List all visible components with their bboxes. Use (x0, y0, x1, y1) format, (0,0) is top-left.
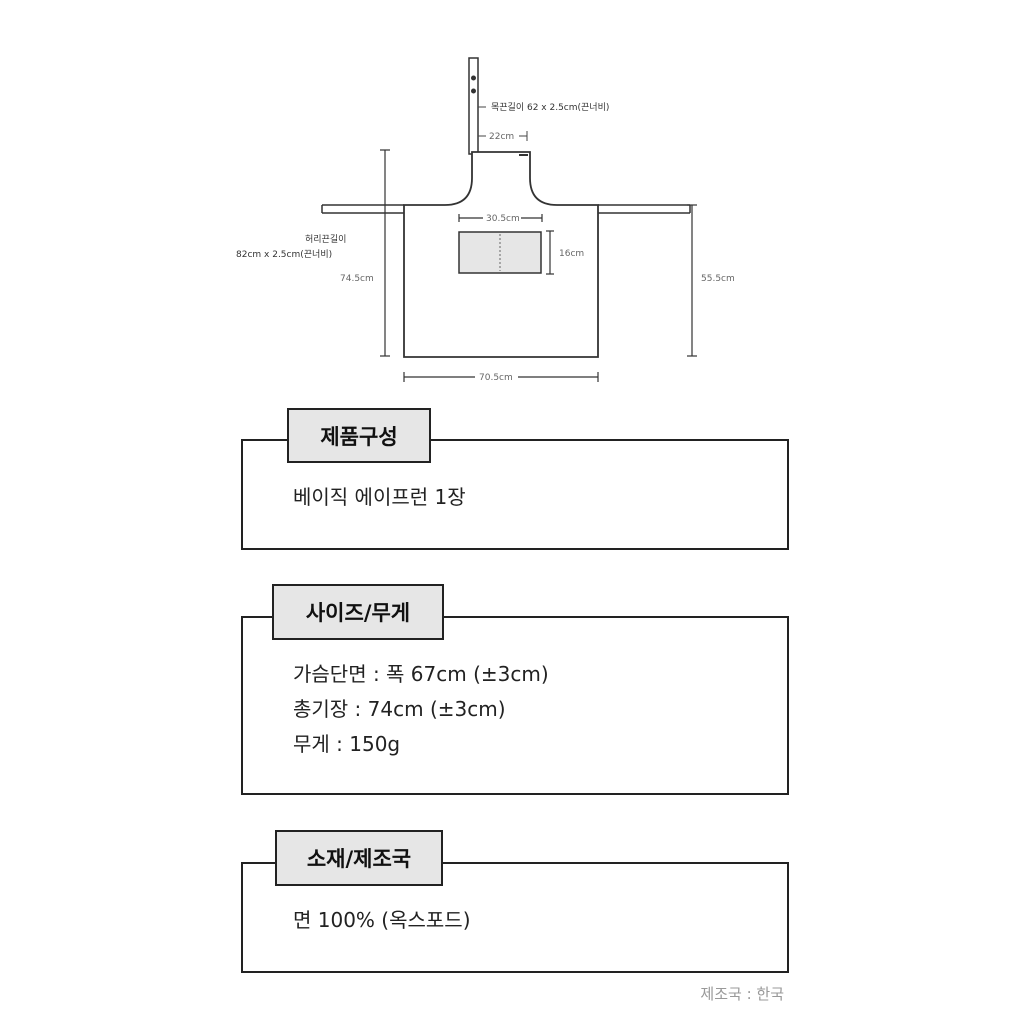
origin-footer: 제조국 : 한국 (700, 985, 784, 1003)
waist-strap (321, 204, 691, 214)
pocket (458, 231, 542, 274)
composition-title: 제품구성 (287, 408, 431, 463)
body-length-label: 55.5cm (701, 274, 735, 284)
neck-strap-label: 목끈길이 62 x 2.5cm(끈너비) (491, 102, 609, 113)
width-label: 70.5cm (479, 373, 513, 383)
composition-item: 베이직 에이프런 1장 (293, 485, 466, 509)
chest-width-item: 가슴단면 : 폭 67cm (±3cm) (293, 662, 549, 686)
material-item: 면 100% (옥스포드) (293, 908, 471, 932)
composition-content: 베이직 에이프런 1장 (293, 480, 466, 515)
waist-strap-detail: 82cm x 2.5cm(끈너비) (236, 249, 332, 260)
weight-item: 무게 : 150g (293, 732, 401, 756)
apron-diagram: 목끈길이 62 x 2.5cm(끈너비) 22cm 30.5cm 16cm 허리… (236, 57, 735, 383)
total-length-item: 총기장 : 74cm (±3cm) (293, 697, 506, 721)
material-origin-content: 면 100% (옥스포드) (293, 903, 471, 938)
material-origin-title: 소재/제조국 (275, 830, 443, 886)
size-weight-title: 사이즈/무게 (272, 584, 444, 640)
neck-width-label: 22cm (489, 132, 514, 142)
neck-strap (468, 57, 479, 155)
size-weight-content: 가슴단면 : 폭 67cm (±3cm) 총기장 : 74cm (±3cm) 무… (293, 657, 549, 762)
total-length-label: 74.5cm (340, 274, 374, 284)
waist-strap-title: 허리끈길이 (305, 234, 346, 245)
pocket-height-label: 16cm (559, 249, 584, 259)
pocket-width-label: 30.5cm (486, 214, 520, 224)
size-weight-box (241, 616, 789, 795)
